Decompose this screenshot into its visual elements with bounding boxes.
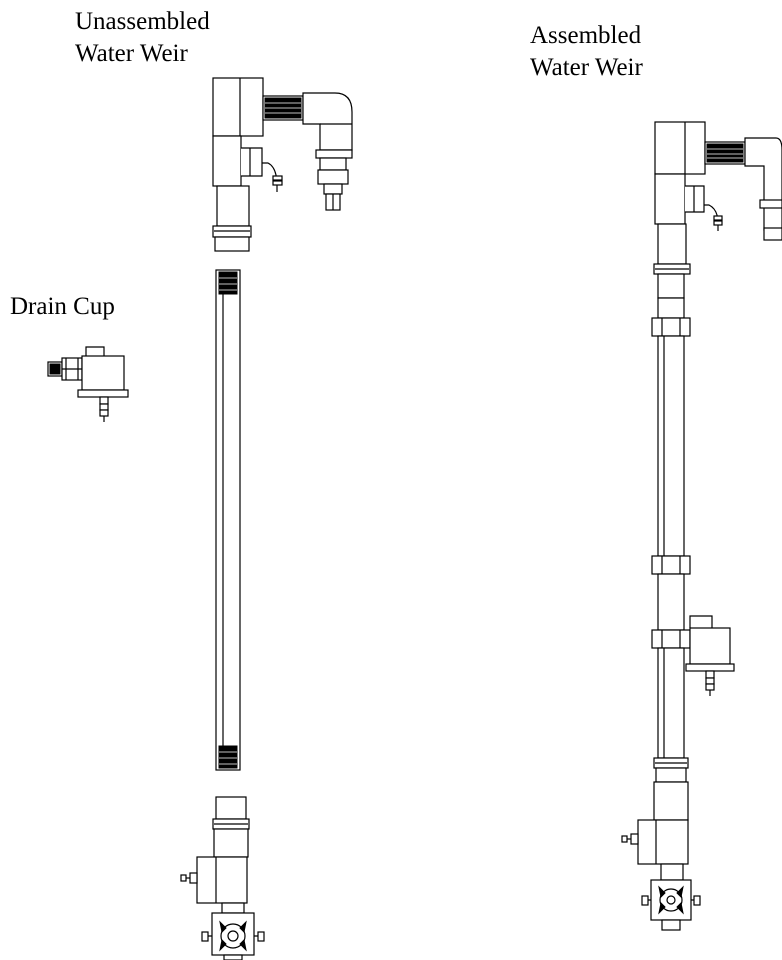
label-assembled-water-weir: Assembled Water Weir [530,20,643,84]
label-unassembled-line1: Unassembled [75,8,210,35]
drain-cup-part [47,346,129,422]
unassembled-bottom-tee [180,796,250,914]
assembled-bottom-tee [621,757,689,881]
unassembled-threaded-nipple-top [262,95,304,121]
label-unassembled-line2: Water Weir [75,40,188,67]
unassembled-elbow [302,92,353,211]
assembled-ball-valve [641,879,701,931]
label-unassembled-water-weir: Unassembled Water Weir [75,6,210,70]
unassembled-top-tee [212,77,283,252]
assembled-pipe [651,273,691,759]
unassembled-ball-valve [201,912,265,960]
label-drain-cup: Drain Cup [10,293,115,320]
assembled-drain-cup [685,615,735,696]
unassembled-long-pipe [215,269,241,771]
label-assembled-line1: Assembled [530,22,642,49]
assembled-top-tee [653,121,782,275]
label-assembled-line2: Water Weir [530,54,643,81]
